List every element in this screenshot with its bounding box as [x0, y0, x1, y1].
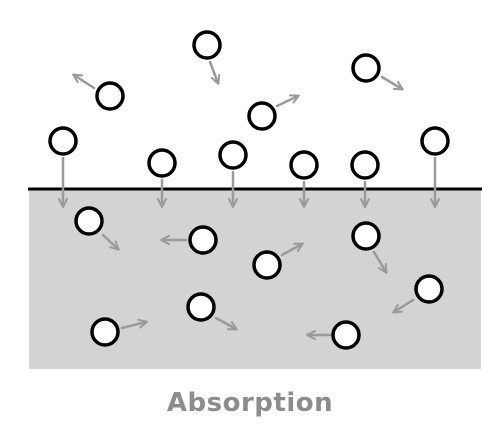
- absorbed-molecule: [414, 274, 444, 304]
- absorbed-motion-arrow: [372, 250, 388, 274]
- gas-phase-molecule: [247, 101, 277, 131]
- absorbed-molecule: [188, 225, 218, 255]
- absorbed-motion-arrow: [280, 242, 304, 257]
- gas-phase-motion-arrow: [208, 60, 221, 85]
- interface-molecule: [48, 126, 78, 156]
- gas-phase-molecule: [351, 53, 381, 83]
- diagram-caption: Absorption: [166, 388, 334, 418]
- interface-molecule: [350, 150, 380, 180]
- interface-molecule: [289, 150, 319, 180]
- gas-phase-molecule: [95, 81, 125, 111]
- absorbed-molecule: [351, 221, 381, 251]
- absorbed-molecule: [252, 250, 282, 280]
- interface-molecule: [147, 148, 177, 178]
- motion-arrows: [58, 60, 440, 340]
- gas-phase-motion-arrow: [380, 75, 404, 91]
- gas-phase-molecule: [192, 30, 222, 60]
- absorbed-motion-arrow: [120, 318, 148, 330]
- absorbed-molecule: [74, 206, 104, 236]
- absorbed-molecule: [90, 317, 120, 347]
- molecules: [48, 30, 450, 350]
- absorbed-motion-arrow: [392, 298, 415, 314]
- absorbed-motion-arrow: [214, 316, 238, 331]
- absorbed-molecule: [186, 292, 216, 322]
- gas-phase-motion-arrow: [275, 94, 300, 108]
- absorbed-motion-arrow: [101, 233, 120, 251]
- interface-molecule: [420, 126, 450, 156]
- gas-phase-motion-arrow: [72, 73, 96, 90]
- interface-molecule: [218, 140, 248, 170]
- absorbed-molecule: [331, 320, 361, 350]
